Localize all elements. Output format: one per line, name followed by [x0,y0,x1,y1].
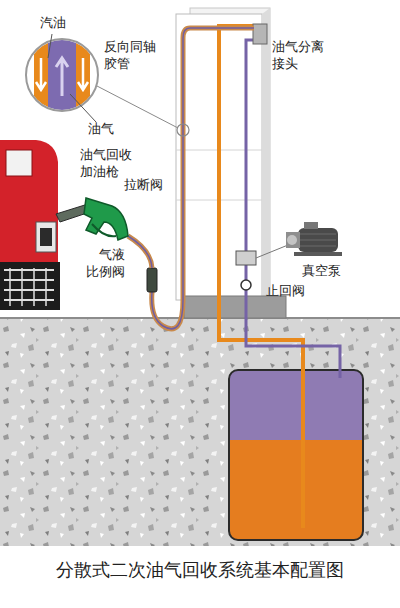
leader-line [48,34,52,58]
leader-line [256,245,288,258]
check-valve [241,280,251,290]
vehicle [0,140,60,310]
leader-line [70,94,96,122]
part-label: 真空泵 [302,262,346,279]
storage-tank [229,370,363,540]
figure-caption: 分散式二次油气回收系统基本配置图 [0,558,400,582]
inset-circle [26,39,98,111]
part-label: 油气 [88,120,118,137]
dispenser-side [262,8,270,300]
gasoline-pipe [219,26,303,528]
vapor-recovery-nozzle [56,198,128,240]
separation-connector [253,24,267,44]
hose-cross-section [20,35,110,120]
tank-outline [229,370,363,540]
nozzle-hose-core [128,236,152,268]
vacuum-pump [286,222,342,256]
coaxial-hose [152,28,254,329]
part-label: 气液比例阀 [86,246,128,280]
pump-housing [236,251,256,265]
part-label: 拉断阀 [124,176,168,193]
dispenser-base [184,296,286,318]
part-label: 汽油 [40,14,70,31]
part-label: 反向同轴胶管 [104,38,160,72]
breakaway-valve [147,268,157,292]
part-label: 止回阀 [266,282,310,299]
part-label: 油气回收加油枪 [80,146,136,180]
detail-marker [177,124,189,136]
coaxial-hose-core [152,28,254,329]
vapor-pipe [246,40,340,378]
nozzle-hose [128,236,152,268]
part-label: 油气分离接头 [272,38,328,72]
